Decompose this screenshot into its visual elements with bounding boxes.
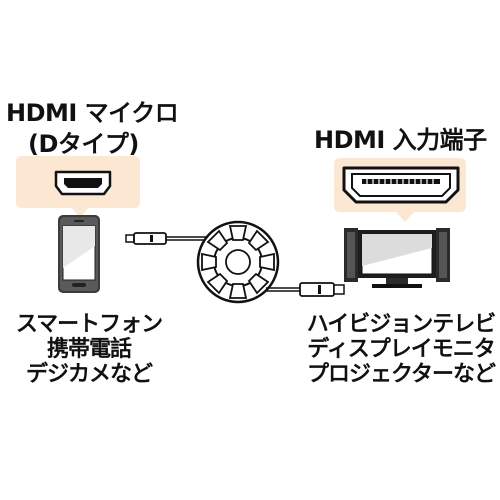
right-callout xyxy=(334,158,466,222)
right-caption-line: ディスプレイモニタ xyxy=(307,337,495,362)
right-device-title: HDMI 入力端子 xyxy=(314,126,487,154)
left-caption-line: 携帯電話 xyxy=(46,337,132,362)
retractable-cable-reel-icon xyxy=(196,220,280,304)
left-device-subtitle: (Dタイプ) xyxy=(28,130,139,158)
right-caption-line: ハイビジョンテレビ xyxy=(306,312,497,337)
right-device-caption: ハイビジョンテレビ ディスプレイモニタ プロジェクターなど xyxy=(302,312,500,387)
left-caption-line: デジカメなど xyxy=(25,362,153,387)
micro-hdmi-connector xyxy=(125,232,167,245)
hdmi-micro-port-icon xyxy=(54,170,112,196)
left-caption-line: スマートフォン xyxy=(15,312,163,337)
cable-line-left xyxy=(166,236,210,241)
cable-line-right xyxy=(266,287,300,292)
television-icon xyxy=(344,228,450,288)
smartphone-icon xyxy=(58,215,100,293)
hdmi-standard-port-icon xyxy=(342,166,460,204)
standard-hdmi-connector xyxy=(299,282,345,297)
right-caption-line: プロジェクターなど xyxy=(306,362,496,387)
left-device-caption: スマートフォン 携帯電話 デジカメなど xyxy=(0,312,178,387)
left-device-title: HDMI マイクロ xyxy=(6,99,179,127)
left-callout xyxy=(16,156,140,218)
